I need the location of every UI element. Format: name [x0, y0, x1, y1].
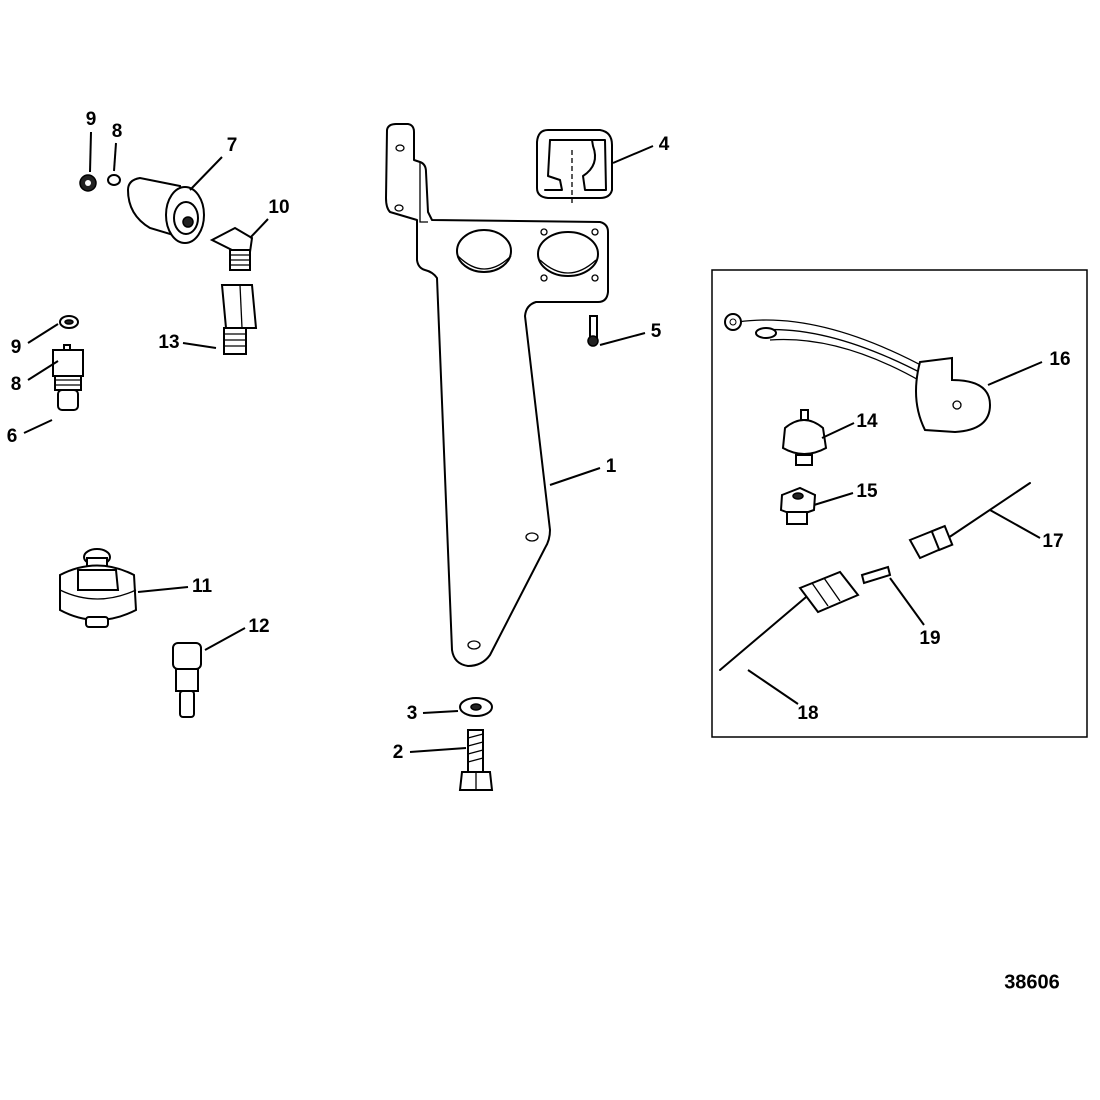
callout-11: 11 — [192, 576, 213, 597]
part-8-washer-top — [107, 174, 121, 186]
part-14-pressure-switch — [781, 409, 828, 466]
callout-13: 13 — [158, 332, 179, 353]
part-19-pin — [860, 565, 892, 585]
callout-12: 12 — [248, 616, 269, 637]
part-15-bushing — [779, 486, 817, 525]
callout-8-lower: 8 — [11, 374, 22, 395]
part-1-bracket — [385, 123, 609, 667]
callout-10: 10 — [268, 197, 289, 218]
callout-4: 4 — [659, 134, 670, 155]
part-13-adapter — [220, 284, 258, 355]
part-3-washer — [459, 697, 493, 717]
callout-19: 19 — [919, 628, 940, 649]
callout-5: 5 — [651, 321, 662, 342]
callout-18: 18 — [797, 703, 818, 724]
part-4-clip — [536, 129, 613, 205]
callout-8: 8 — [112, 121, 123, 142]
part-11-knock-sensor — [59, 548, 138, 628]
part-16-alarm-horn — [724, 313, 992, 434]
callout-2: 2 — [393, 742, 404, 763]
figure-number: 38606 — [1004, 971, 1060, 993]
callout-6: 6 — [7, 426, 18, 447]
callout-1: 1 — [606, 456, 617, 477]
callout-3: 3 — [407, 703, 418, 724]
callout-17: 17 — [1042, 531, 1063, 552]
callout-7: 7 — [227, 135, 238, 156]
callout-15: 15 — [856, 481, 878, 502]
part-10-elbow — [209, 226, 254, 271]
part-5-screw — [587, 315, 599, 347]
callout-9-lower: 9 — [11, 337, 22, 358]
part-18-connector-lead — [719, 570, 860, 671]
part-12-fitting — [172, 642, 202, 718]
part-9-nut-top — [79, 174, 97, 192]
part-17-sensor-lead — [908, 482, 1031, 560]
leader-lines — [23, 131, 1043, 753]
part-6-switch — [52, 344, 84, 411]
callout-9: 9 — [86, 109, 97, 130]
callout-14: 14 — [856, 411, 878, 432]
part-7-sender — [126, 176, 205, 244]
part-2-bolt — [458, 729, 494, 791]
part-9-nut-mid — [59, 315, 79, 329]
kit-inset-box — [711, 269, 1088, 738]
callout-16: 16 — [1049, 349, 1070, 370]
